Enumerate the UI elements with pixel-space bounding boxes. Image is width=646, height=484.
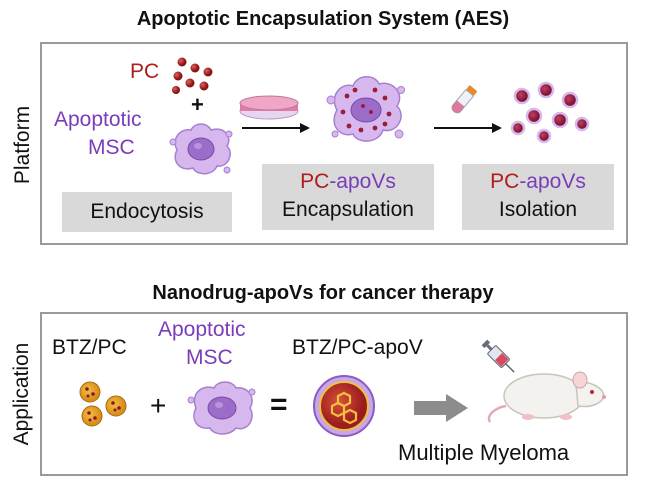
centrifuge-tube-icon [451,85,477,114]
encap-apovs-label: -apoVs [329,170,396,193]
pc-particles-icon [172,57,213,94]
equals-sign: = [270,388,288,421]
loaded-cell-icon [326,76,405,142]
isolation-box [462,164,614,230]
isolation-label: Isolation [498,198,578,221]
btz-pc-apov-label: BTZ/PC-apoV [292,336,423,359]
multiple-myeloma-label: Multiple Myeloma [398,440,570,465]
bottom-title: Nanodrug-apoVs for cancer therapy [152,282,494,304]
apoptotic-cell-icon [187,381,256,435]
plus-sign: + [191,92,204,117]
encapsulation-box [262,164,434,230]
arrow-icon [414,394,468,422]
apov-cluster-icon [510,81,590,144]
plus-sign-app: + [150,390,167,421]
pc-label: PC [130,60,160,83]
mouse-icon [487,371,606,423]
encap-pc-apovs: PC-apoVs [262,170,434,194]
petri-dish-icon [239,95,299,120]
arrow-icon [242,123,310,133]
iso-pc-label: PC [490,170,520,193]
endocytosis-box [62,192,232,232]
top-title: Apoptotic Encapsulation System (AES) [136,8,510,30]
apoptotic-msc-line2: MSC [88,136,135,159]
encap-pc-label: PC [300,170,330,193]
arrow-icon [434,123,502,133]
application-side-label: Application [10,342,33,446]
btz-pc-apov-icon [313,375,375,437]
endocytosis-label: Endocytosis [90,200,204,223]
apoptotic-cell-icon [169,123,233,175]
encapsulation-label: Encapsulation [282,198,414,221]
btz-pc-particles-icon [79,381,127,427]
platform-side-label: Platform [11,105,34,185]
apoptotic-msc-line1: Apoptotic [54,108,142,131]
iso-pc-apovs: PC-apoVs [462,170,614,194]
syringe-icon [481,339,515,373]
btz-pc-label: BTZ/PC [52,336,127,359]
apoptotic-msc-line1-app: Apoptotic [158,318,246,341]
iso-apovs-label: -apoVs [519,170,586,193]
apoptotic-msc-line2-app: MSC [186,346,233,369]
